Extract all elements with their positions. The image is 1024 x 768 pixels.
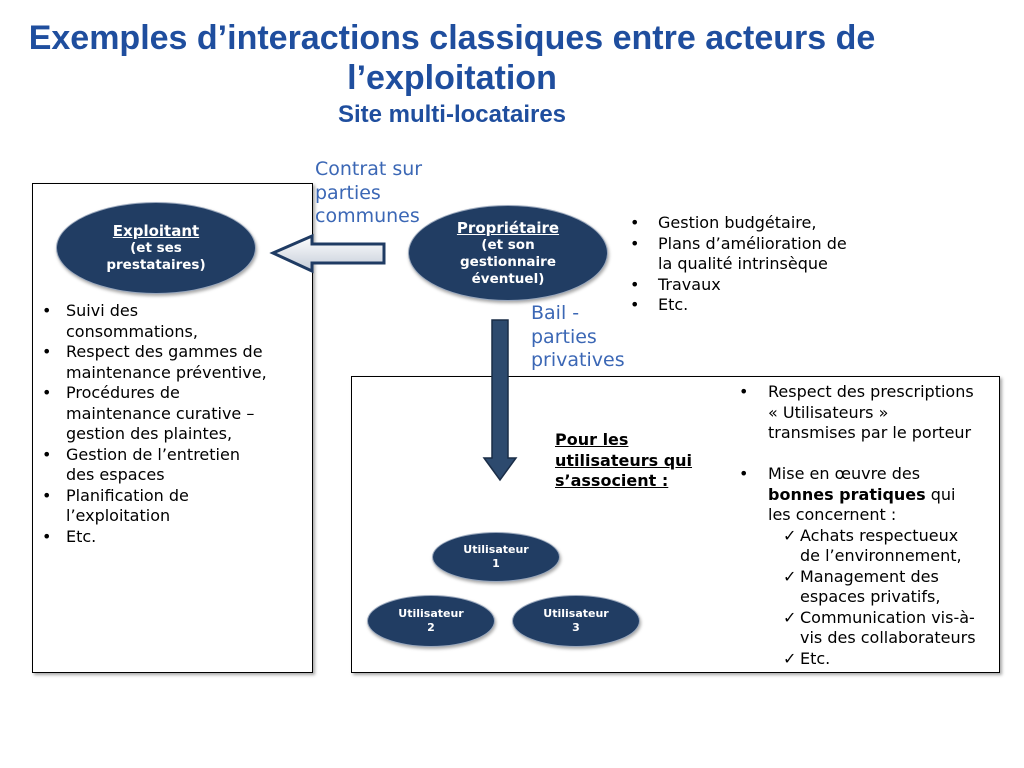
list-item-text: Respect des prescriptions « Utilisateurs… xyxy=(768,382,974,442)
list-item-text: Plans d’amélioration de la qualité intri… xyxy=(658,233,847,274)
list-item-text: Planification de l’exploitation xyxy=(66,485,189,526)
list-item: Etc. xyxy=(42,527,270,548)
contract-arrow-left-icon xyxy=(269,233,386,274)
list-item: Respect des gammes de maintenance préven… xyxy=(42,342,270,383)
checkmark-icon xyxy=(783,567,796,588)
checkmark-icon xyxy=(783,608,796,629)
check-item: Achats respectueux de l’environnement, xyxy=(783,526,980,567)
users-heading: Pour les utilisateurs qui s’associent : xyxy=(555,430,693,490)
list-item-text: Suivi des consommations, xyxy=(66,301,198,341)
bullet-icon xyxy=(42,301,51,322)
slide-subtitle: Site multi-locataires xyxy=(337,101,567,128)
list-item-text: Gestion de l’entretien des espaces xyxy=(66,444,240,485)
user-obligations-list: Respect des prescriptions « Utilisateurs… xyxy=(739,382,977,669)
lease-arrow-down-icon xyxy=(482,319,518,482)
list-item: Mise en œuvre des bonnes pratiques qui l… xyxy=(739,464,977,669)
bullet-icon xyxy=(42,486,51,507)
exploitant-task-list: Suivi des consommations, Respect des gam… xyxy=(42,301,270,547)
list-item-text: Etc. xyxy=(66,526,97,546)
list-item: Planification de l’exploitation xyxy=(42,486,270,527)
proprietaire-node: Propriétaire (et son gestionnaire éventu… xyxy=(408,205,608,301)
bullet-icon xyxy=(739,464,748,485)
bullet-icon xyxy=(739,382,748,403)
check-item-text: Etc. xyxy=(800,648,831,668)
list-item: Etc. xyxy=(630,295,856,316)
list-item: Suivi des consommations, xyxy=(42,301,270,342)
list-item-text: Etc. xyxy=(658,295,689,314)
bullet-icon xyxy=(42,445,51,466)
user-node-label: Utilisateur 2 xyxy=(398,607,464,634)
contract-label: Contrat sur parties communes xyxy=(315,158,423,227)
exploitant-detail: (et ses prestataires) xyxy=(106,240,206,273)
check-item: Etc. xyxy=(783,649,980,670)
list-item-text: Respect des gammes de maintenance préven… xyxy=(66,342,267,382)
list-item-text: Procédures de maintenance curative – ges… xyxy=(66,383,255,443)
exploitant-node: Exploitant (et ses prestataires) xyxy=(56,202,256,294)
user-node-3: Utilisateur 3 xyxy=(512,595,640,647)
list-item: Respect des prescriptions « Utilisateurs… xyxy=(739,382,977,444)
bullet-icon xyxy=(630,213,639,234)
list-item-text-end: qui les concernent : xyxy=(768,484,956,525)
good-practices-list: Achats respectueux de l’environnement, M… xyxy=(783,526,977,670)
list-item-text: Travaux xyxy=(658,274,721,294)
exploitant-name: Exploitant xyxy=(112,222,200,240)
user-node-2: Utilisateur 2 xyxy=(367,595,495,647)
list-item: Plans d’amélioration de la qualité intri… xyxy=(630,234,856,275)
list-item-text: Gestion budgétaire, xyxy=(658,213,817,232)
proprietaire-task-list: Gestion budgétaire, Plans d’amélioration… xyxy=(630,213,856,316)
bullet-icon xyxy=(630,275,639,296)
list-item: Gestion budgétaire, xyxy=(630,213,856,234)
list-item: Travaux xyxy=(630,275,856,296)
check-item-text: Management des espaces privatifs, xyxy=(800,566,941,607)
list-item-text-bold: bonnes pratiques xyxy=(768,484,926,504)
slide-title-line1: Exemples d’interactions classiques entre… xyxy=(28,19,876,57)
slide-title-line2: l’exploitation xyxy=(347,59,557,97)
user-node-1: Utilisateur 1 xyxy=(432,532,560,582)
user-node-label: Utilisateur 3 xyxy=(543,607,609,634)
user-node-label: Utilisateur 1 xyxy=(463,543,529,570)
list-item: Procédures de maintenance curative – ges… xyxy=(42,383,270,445)
bullet-icon xyxy=(630,295,639,316)
bullet-icon xyxy=(630,234,639,255)
proprietaire-detail: (et son gestionnaire éventuel) xyxy=(460,236,556,287)
slide-title: Exemples d’interactions classiques entre… xyxy=(0,18,904,98)
check-item-text: Achats respectueux de l’environnement, xyxy=(800,525,962,566)
list-item: Gestion de l’entretien des espaces xyxy=(42,445,270,486)
check-item: Management des espaces privatifs, xyxy=(783,567,980,608)
check-item: Communication vis-à-vis des collaborateu… xyxy=(783,608,980,649)
check-item-text: Communication vis-à-vis des collaborateu… xyxy=(800,607,976,648)
bullet-icon xyxy=(42,527,51,548)
lease-label: Bail - parties privatives xyxy=(531,302,625,371)
bullet-icon xyxy=(42,383,51,404)
bullet-icon xyxy=(42,342,51,363)
checkmark-icon xyxy=(783,649,796,670)
proprietaire-name: Propriétaire xyxy=(456,218,560,237)
list-item-text-start: Mise en œuvre des xyxy=(768,464,921,483)
checkmark-icon xyxy=(783,526,796,547)
